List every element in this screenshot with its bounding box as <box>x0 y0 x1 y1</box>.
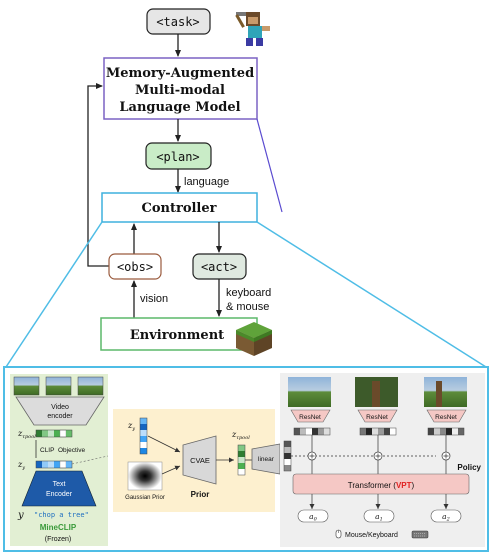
gaussian-to-cvae-arrow <box>161 465 181 475</box>
action-node-a2: a2 <box>430 509 462 523</box>
action-node-a1: a1 <box>363 509 395 523</box>
video-encoder <box>15 396 105 426</box>
frozen-label: (Frozen) <box>45 536 71 543</box>
obs-node: <obs> <box>108 253 162 280</box>
plus-node-3 <box>441 451 451 461</box>
observation-frame-3 <box>424 377 467 407</box>
model-connector-line <box>256 118 283 213</box>
environment-label: Environment <box>130 328 224 343</box>
task-label: <task> <box>156 15 199 29</box>
mineclip-label: MineCLIP <box>40 523 77 532</box>
language-model-node: Memory-Augmented Multi-modal Language Mo… <box>103 57 258 120</box>
resnet-block-3 <box>426 409 467 423</box>
y-symbol: y <box>17 510 24 521</box>
text-encoder <box>21 470 97 507</box>
z-y-symbol: zy <box>17 460 25 471</box>
feature-vector-2 <box>359 427 397 436</box>
svg-text:a2: a2 <box>442 512 450 523</box>
plan-label: <plan> <box>156 150 199 164</box>
svg-text:a0: a0 <box>309 512 317 523</box>
task-node: <task> <box>146 8 211 35</box>
feedback-loop-arrow <box>87 83 109 267</box>
act-label: <act> <box>201 260 237 274</box>
controller-label: Controller <box>142 201 217 216</box>
controller-node: Controller <box>101 192 258 223</box>
z-y-to-cvae-arrow <box>147 435 181 453</box>
policy-label: Policy <box>457 463 481 472</box>
prior-z-y-vector <box>139 417 148 455</box>
keyboard-icon <box>411 530 429 539</box>
y-text: "chop a tree" <box>34 511 89 519</box>
callout-line-right <box>256 221 487 368</box>
feature-vector-3 <box>427 427 465 436</box>
video-frame-3 <box>77 376 104 396</box>
model-line-2: Multi-modal <box>135 83 225 98</box>
video-encoder-label-1: Video <box>51 404 69 411</box>
obs-label: <obs> <box>117 260 153 274</box>
observation-frame-1 <box>288 377 331 407</box>
action-node-a0: a0 <box>297 509 329 523</box>
cvae-block <box>182 435 217 485</box>
resnet-block-1 <box>290 409 331 423</box>
transformer-block <box>292 473 470 495</box>
z-pool-vector <box>35 429 73 438</box>
prior-label: Prior <box>191 490 210 499</box>
act-node: <act> <box>192 253 247 280</box>
plus-node-1 <box>307 451 317 461</box>
resnet-block-2 <box>357 409 398 423</box>
resnet-label-2: ResNet <box>366 414 388 421</box>
mouse-keyboard-label: Mouse/Keyboard <box>345 532 398 539</box>
vision-label: vision <box>140 293 168 305</box>
prior-z-pool-symbol: zτpool <box>231 430 250 441</box>
text-encoder-label-2: Encoder <box>46 491 73 498</box>
callout-line-left <box>5 221 103 368</box>
gaussian-prior-label: Gaussian Prior <box>125 495 165 501</box>
prior-panel: zy Gaussian Prior CVAE Prior zτpool <box>113 409 275 512</box>
plus-node-2 <box>373 451 383 461</box>
z-y-vector <box>35 460 73 469</box>
prior-z-pool-vector <box>237 444 246 476</box>
environment-node: Environment <box>100 317 258 351</box>
grass-block-icon <box>236 322 272 356</box>
policy-panel: ResNet ResNet ResNet <box>280 373 485 547</box>
mineclip-panel: Video encoder zτpool CLIP Objective zy <box>10 374 109 546</box>
plan-node: <plan> <box>145 142 212 170</box>
transformer-label: Transformer (VPT) <box>348 481 415 490</box>
linear-label: linear <box>258 456 275 463</box>
video-frame-2 <box>45 376 72 396</box>
video-encoder-label-2: encoder <box>47 413 73 420</box>
model-line-1: Memory-Augmented <box>106 66 254 81</box>
resnet-label-3: ResNet <box>435 414 457 421</box>
text-encoder-label-1: Text <box>53 481 66 488</box>
z-pool-symbol: zτpool <box>17 429 36 440</box>
mouse-icon <box>335 529 342 539</box>
keyboard-label-2: & mouse <box>226 301 269 313</box>
model-line-3: Language Model <box>119 100 240 115</box>
objective-label: Objective <box>58 447 85 454</box>
svg-text:a1: a1 <box>375 512 383 523</box>
video-frame-1 <box>13 376 40 396</box>
gaussian-prior-image <box>127 461 163 491</box>
keyboard-label-1: keyboard <box>226 287 271 299</box>
language-label: language <box>184 176 229 188</box>
linear-output-vector <box>283 440 292 472</box>
clip-label: CLIP <box>40 447 54 454</box>
cvae-label: CVAE <box>190 456 210 465</box>
minecraft-character-icon <box>235 12 270 46</box>
resnet-label-1: ResNet <box>299 414 321 421</box>
prior-z-y-symbol: zy <box>127 421 135 432</box>
feature-vector-1 <box>293 427 331 436</box>
